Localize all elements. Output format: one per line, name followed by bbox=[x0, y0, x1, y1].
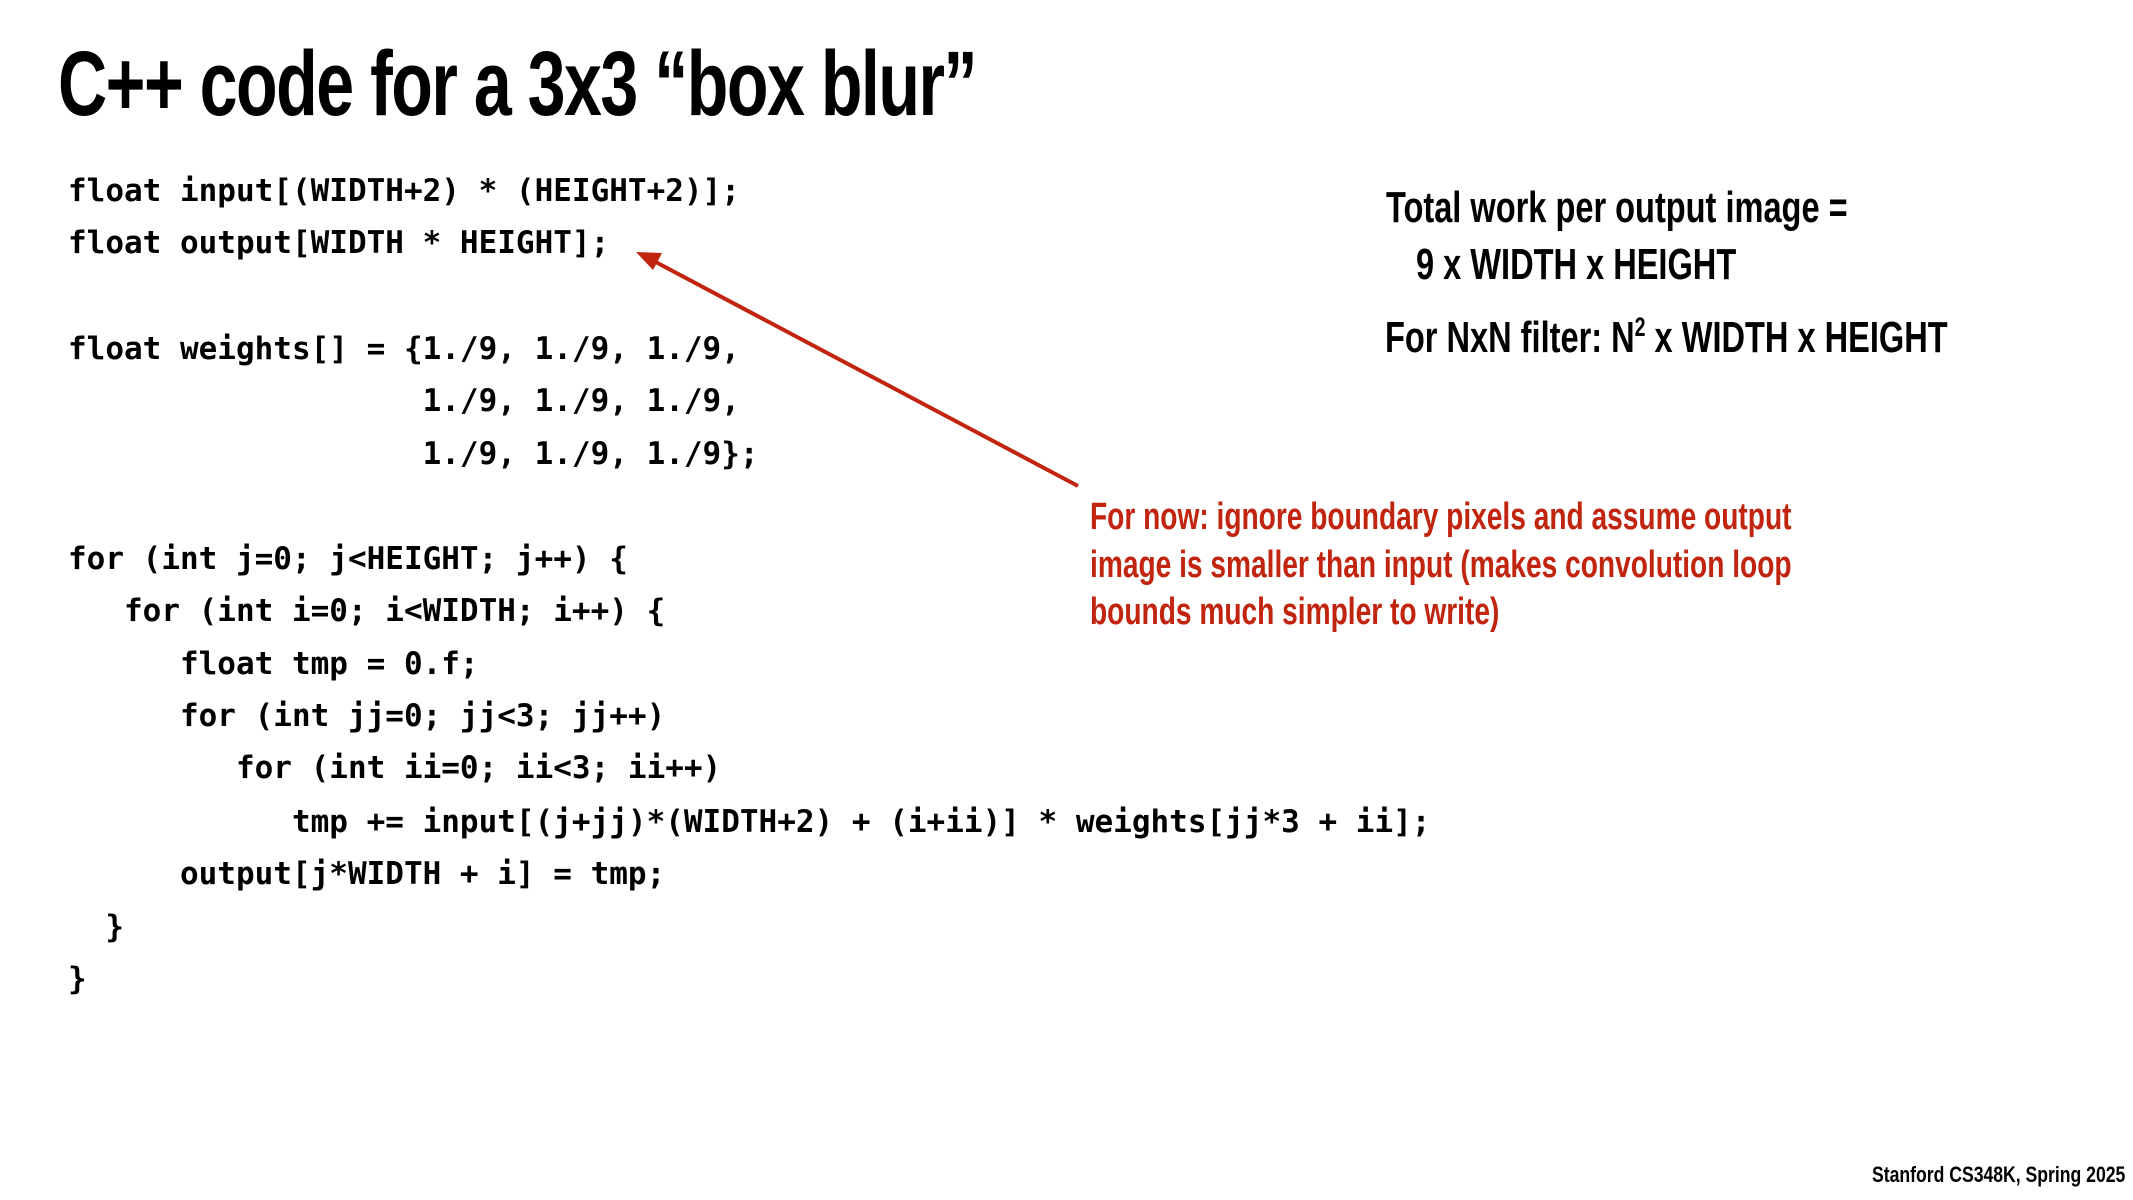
total-work-formula: 9 x WIDTH x HEIGHT bbox=[1416, 240, 1737, 289]
code-line: float weights[] = {1./9, 1./9, 1./9, bbox=[68, 331, 740, 367]
code-line: for (int jj=0; jj<3; jj++) bbox=[68, 698, 666, 734]
code-line: float output[WIDTH * HEIGHT]; bbox=[68, 225, 610, 261]
code-line: for (int ii=0; ii<3; ii++) bbox=[68, 750, 722, 786]
code-line: float input[(WIDTH+2) * (HEIGHT+2)]; bbox=[68, 173, 740, 209]
slide-title: C++ code for a 3x3 “box blur” bbox=[58, 33, 978, 135]
code-line: for (int i=0; i<WIDTH; i++) { bbox=[68, 593, 666, 629]
code-line: } bbox=[68, 909, 124, 945]
code-line: 1./9, 1./9, 1./9, bbox=[68, 383, 740, 419]
annotation-text: image is smaller than input (makes convo… bbox=[1090, 544, 1792, 586]
annotation-text: bounds much simpler to write) bbox=[1090, 591, 1500, 633]
code-line: tmp += input[(j+jj)*(WIDTH+2) + (i+ii)] … bbox=[68, 804, 1431, 840]
code-line: output[j*WIDTH + i] = tmp; bbox=[68, 856, 666, 892]
code-line: 1./9, 1./9, 1./9}; bbox=[68, 436, 759, 472]
code-line: float tmp = 0.f; bbox=[68, 646, 479, 682]
code-line: } bbox=[68, 961, 87, 997]
annotation-text: For now: ignore boundary pixels and assu… bbox=[1090, 496, 1792, 538]
nxn-filter-formula: For NxN filter: N2 x WIDTH x HEIGHT bbox=[1385, 312, 1948, 362]
code-line: for (int j=0; j<HEIGHT; j++) { bbox=[68, 541, 628, 577]
total-work-label: Total work per output image = bbox=[1386, 183, 1848, 232]
footer-course-label: Stanford CS348K, Spring 2025 bbox=[1872, 1162, 2126, 1187]
